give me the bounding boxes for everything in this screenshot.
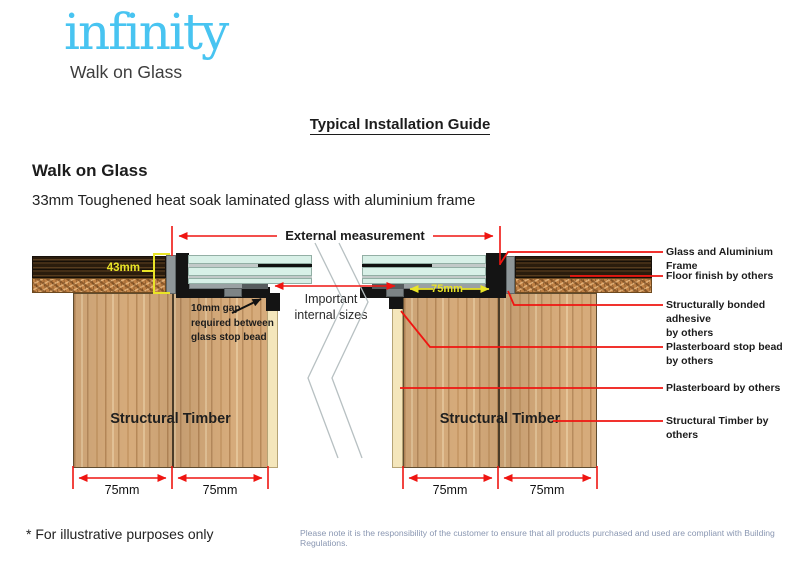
timber-dimension-arrows <box>72 466 598 489</box>
illustrative-disclaimer: * For illustrative purposes only <box>26 526 214 542</box>
bonded-adhesive-right <box>506 256 515 294</box>
brand-logo: infinity <box>64 3 229 61</box>
floor-underlay-right <box>515 278 652 293</box>
section-subheading: 33mm Toughened heat soak laminated glass… <box>32 192 476 209</box>
timber-dimension: 75mm <box>104 483 140 497</box>
aluminium-subframe-step-left <box>242 281 268 289</box>
frame-bottom-left <box>176 287 270 298</box>
frame-dimension-75mm: 75mm <box>431 283 463 295</box>
glass-pane <box>188 266 312 276</box>
internal-sizes-note: Important internal sizes <box>294 292 368 322</box>
callout-glass-frame: Glass and Aluminium Frame <box>666 246 773 272</box>
glass-interlayer <box>362 263 432 267</box>
glass-pane <box>188 277 312 284</box>
glass-pane <box>362 266 486 276</box>
callout-bonded-adhesive: Structurally bonded adhesive by others <box>666 299 766 339</box>
page-title: Typical Installation Guide <box>309 116 491 135</box>
callout-plasterboard: Plasterboard by others <box>666 382 781 394</box>
plasterboard-right <box>392 293 403 468</box>
brand-tagline: Walk on Glass <box>70 62 183 82</box>
break-lines <box>307 242 369 459</box>
laminated-glass-left <box>188 255 312 284</box>
callout-stop-bead: Plasterboard stop bead by others <box>666 341 783 367</box>
timber-joint-line <box>172 294 174 467</box>
external-measurement-label: External measurement <box>285 228 425 243</box>
timber-dimension: 75mm <box>432 483 468 497</box>
frame-edge-left <box>176 253 189 297</box>
height-dimension-43mm: 43mm <box>106 262 140 274</box>
callout-floor-finish: Floor finish by others <box>666 270 774 282</box>
timber-joint-line <box>498 294 500 467</box>
structural-timber-right <box>403 293 597 468</box>
bonded-adhesive-left <box>166 255 176 294</box>
gap-note: 10mm gap required between glass stop bea… <box>191 303 274 343</box>
timber-dimension: 75mm <box>529 483 565 497</box>
frame-edge-right <box>486 253 506 297</box>
timber-label-left: Structural Timber <box>110 411 231 427</box>
building-regulations-note: Please note it is the responsibility of … <box>300 528 775 548</box>
glass-interlayer <box>258 263 312 267</box>
timber-label-right: Structural Timber <box>439 411 561 427</box>
laminated-glass-right <box>362 255 486 284</box>
frame-bottom-right <box>360 287 506 298</box>
callout-structural-timber: Structural Timber by others <box>666 415 769 441</box>
floor-finish-right <box>515 256 652 279</box>
frame-tab-left <box>224 288 242 297</box>
timber-dimension: 75mm <box>202 483 238 497</box>
section-heading: Walk on Glass <box>32 161 148 180</box>
floor-underlay-left <box>32 278 166 293</box>
